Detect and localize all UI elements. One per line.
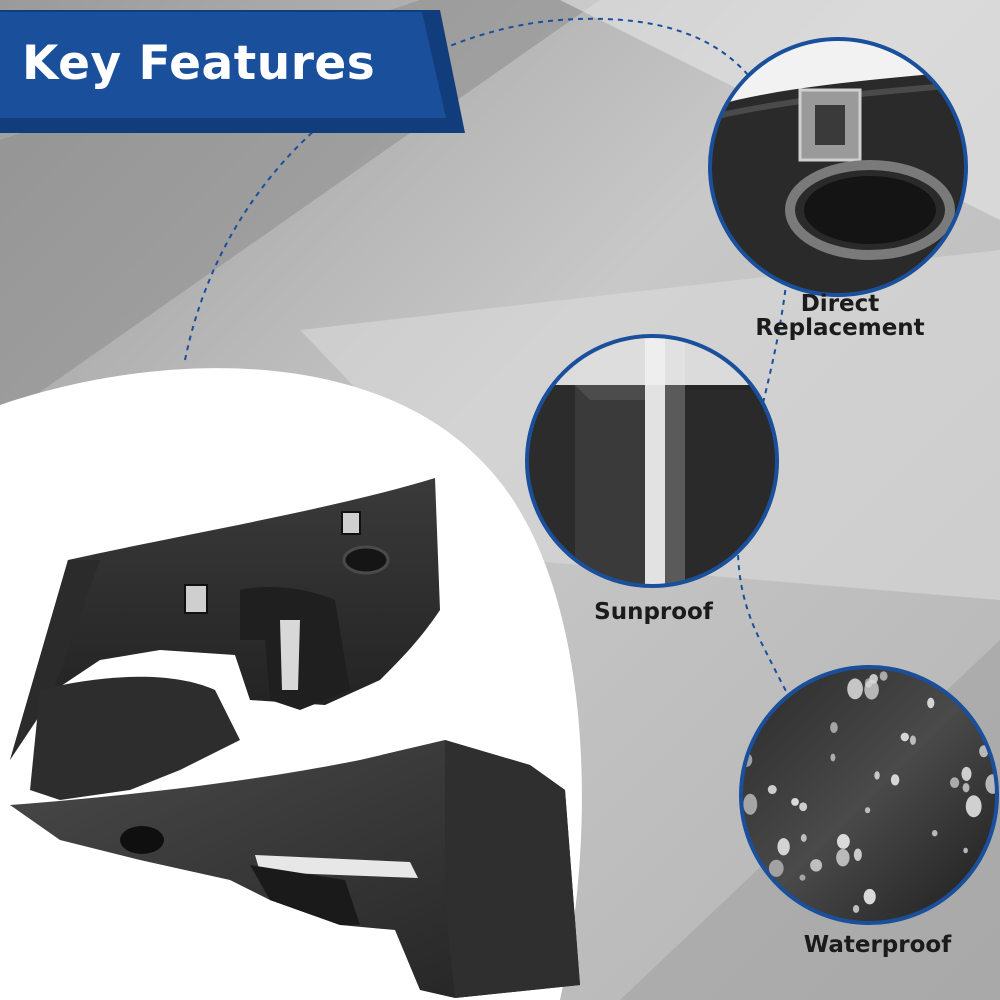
cowl-trim-pair-image [10,478,580,998]
water-droplets-image [739,665,999,925]
water-droplet [879,671,888,681]
water-droplet [847,678,863,700]
water-droplet [791,797,799,806]
water-droplet [810,859,823,872]
water-droplet [863,888,876,905]
water-droplet [874,771,880,780]
water-droplet [931,830,938,837]
water-droplet [962,783,970,793]
water-droplet [869,673,878,684]
page-title: Key Features [22,36,376,91]
feature-label-line: Replacement [755,315,925,341]
water-droplet [853,848,862,861]
water-droplet [864,807,871,814]
water-droplet [767,784,777,795]
feature-label-sunproof: Sunproof [594,599,713,625]
feature-label-waterproof: Waterproof [803,932,952,958]
water-droplet [852,905,860,913]
feature-label-direct-replacement: Direct Replacement [735,292,945,340]
water-droplet [961,766,972,782]
title-banner [0,10,465,133]
water-droplet [963,847,968,854]
water-droplet [743,793,758,815]
water-droplet [965,795,982,818]
water-droplet [836,834,850,849]
water-droplet [949,777,960,789]
water-droplet [799,874,806,881]
water-droplet [768,859,784,877]
water-droplet [900,732,909,742]
water-droplet [890,774,900,786]
clip-closeup-image [708,37,968,297]
water-droplet [777,838,790,856]
water-droplet [799,802,808,812]
water-droplet [909,735,916,746]
water-droplet [836,848,850,867]
water-droplet [830,722,838,734]
water-droplet [830,753,836,762]
water-droplet [800,834,807,842]
feature-label-line: Direct [800,291,880,317]
water-droplet [927,697,935,709]
